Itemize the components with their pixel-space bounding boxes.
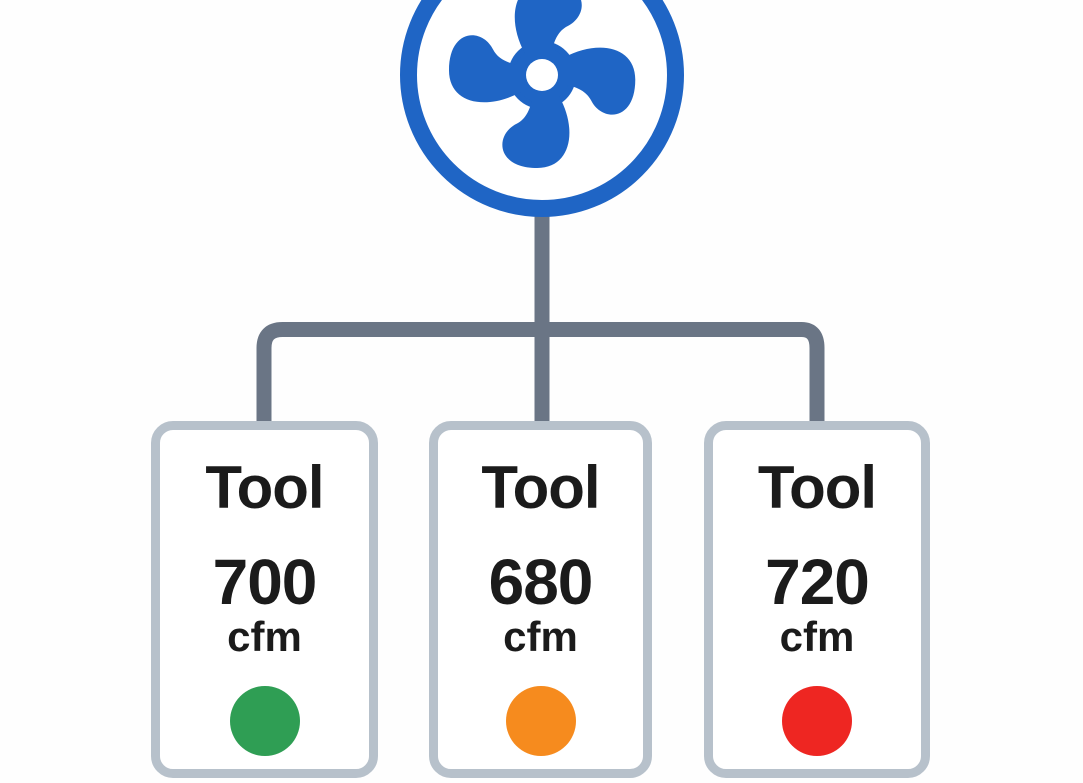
- status-dot-green: [229, 686, 300, 756]
- tool-label: Tool: [757, 454, 877, 521]
- airflow-unit: cfm: [503, 613, 578, 660]
- tool-label: Tool: [481, 454, 600, 521]
- fan-ring: [400, 0, 684, 217]
- airflow-unit: cfm: [779, 613, 855, 660]
- fan-blades: [448, 0, 636, 168]
- airflow-unit: cfm: [227, 613, 302, 660]
- branch-line: [256, 322, 825, 424]
- airflow-value: 700: [212, 546, 318, 618]
- status-dot-red: [782, 686, 852, 756]
- airflow-value: 680: [488, 546, 594, 618]
- airflow-value: 720: [765, 546, 870, 618]
- tool-card-1: Tool 700 cfm: [151, 421, 378, 778]
- tool-card-2: Tool 680 cfm: [429, 421, 652, 778]
- fan-hub-hole: [526, 59, 558, 91]
- fan-icon: [400, 0, 684, 217]
- status-dot-orange: [505, 686, 576, 756]
- fan-hub-base: [508, 41, 576, 109]
- tool-label: Tool: [205, 454, 324, 521]
- tool-card-3: Tool 720 cfm: [704, 421, 930, 778]
